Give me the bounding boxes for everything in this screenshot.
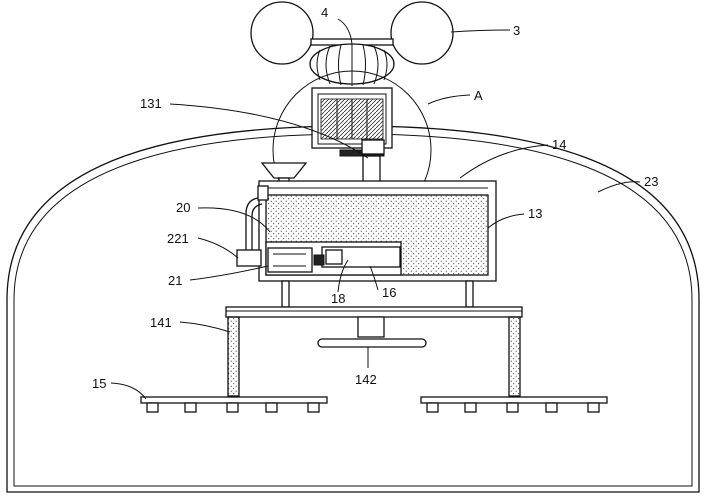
- generator-box: [311, 87, 393, 157]
- label-21: 21: [168, 273, 182, 288]
- platform: [225, 306, 523, 318]
- leader-lines: [110, 18, 641, 400]
- label-18: 18: [331, 291, 345, 306]
- label-23: 23: [644, 174, 658, 189]
- central-support: [317, 316, 427, 348]
- spray-bar-right: [420, 396, 608, 413]
- pipe-inlet: [257, 185, 269, 201]
- label-142: 142: [355, 372, 377, 387]
- label-3: 3: [513, 23, 520, 38]
- motor-assembly: [236, 241, 402, 276]
- wind-cups: [250, 1, 454, 65]
- label-14: 14: [552, 137, 566, 152]
- label-4: 4: [321, 5, 328, 20]
- label-141: 141: [150, 315, 172, 330]
- label-20: 20: [176, 200, 190, 215]
- label-13: 13: [528, 206, 542, 221]
- tank-legs: [281, 280, 474, 308]
- label-16: 16: [382, 285, 396, 300]
- platform-legs: [227, 316, 521, 397]
- label-15: 15: [92, 376, 106, 391]
- spray-bar-left: [140, 396, 328, 413]
- label-221: 221: [167, 231, 189, 246]
- reference-labels: 4 3 A 131 14 23 20 13 221 21 18 16 141 1…: [92, 5, 658, 391]
- label-a: A: [474, 88, 483, 103]
- bellows: [309, 43, 395, 86]
- label-131: 131: [140, 96, 162, 111]
